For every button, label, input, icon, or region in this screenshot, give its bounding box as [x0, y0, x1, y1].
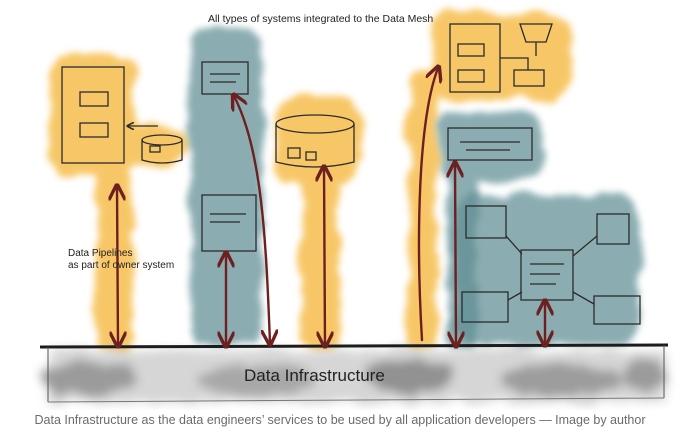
pipelines-label-line-1: Data Pipelines — [68, 248, 132, 259]
diagram-title: All types of systems integrated to the D… — [208, 13, 433, 25]
system-1-database-icon — [141, 140, 183, 164]
data-mesh-diagram: All types of systems integrated to the D… — [39, 12, 669, 403]
system-4-inner-box — [457, 43, 485, 57]
system-1-inner-box — [79, 91, 109, 107]
system-6-link — [572, 291, 595, 305]
pipeline-arrow-system-5 — [455, 164, 456, 345]
system-3-database-inner — [287, 147, 301, 159]
system-6-node — [465, 205, 507, 239]
system-1-inner-box — [79, 122, 109, 138]
pipeline-arrow-system-3 — [324, 168, 325, 345]
pipeline-arrow-system-4 — [417, 68, 438, 342]
system-1-database-top — [141, 134, 183, 146]
data-infrastructure-bar — [39, 343, 669, 403]
system-6-link — [505, 235, 523, 255]
system-6-link — [572, 235, 598, 257]
system-5-screen-box — [447, 127, 533, 161]
system-6-node — [593, 295, 641, 325]
orange-wash-system-1 — [48, 55, 190, 350]
figure-caption: Data Infrastructure as the data engineer… — [34, 413, 646, 427]
system-3-database-inner — [305, 151, 317, 161]
infrastructure-label: Data Infrastructure — [244, 366, 385, 385]
pipeline-arrow-system-1 — [117, 187, 118, 345]
system-1-database-inner — [149, 145, 161, 153]
system-6-node — [596, 213, 630, 245]
system-2-screen-box — [201, 61, 249, 95]
system-1-document-box — [61, 66, 125, 164]
orange-wash-system-4 — [408, 12, 572, 350]
pipelines-label-line-2: as part of owner system — [68, 260, 174, 271]
system-4-inner-box — [457, 69, 485, 83]
system-4-small-box — [513, 69, 545, 87]
pipeline-arrow-system-2-right — [234, 96, 270, 343]
system-4-bucket-icon — [519, 23, 553, 43]
system-6-link — [507, 291, 523, 301]
system-4-link — [500, 57, 529, 70]
